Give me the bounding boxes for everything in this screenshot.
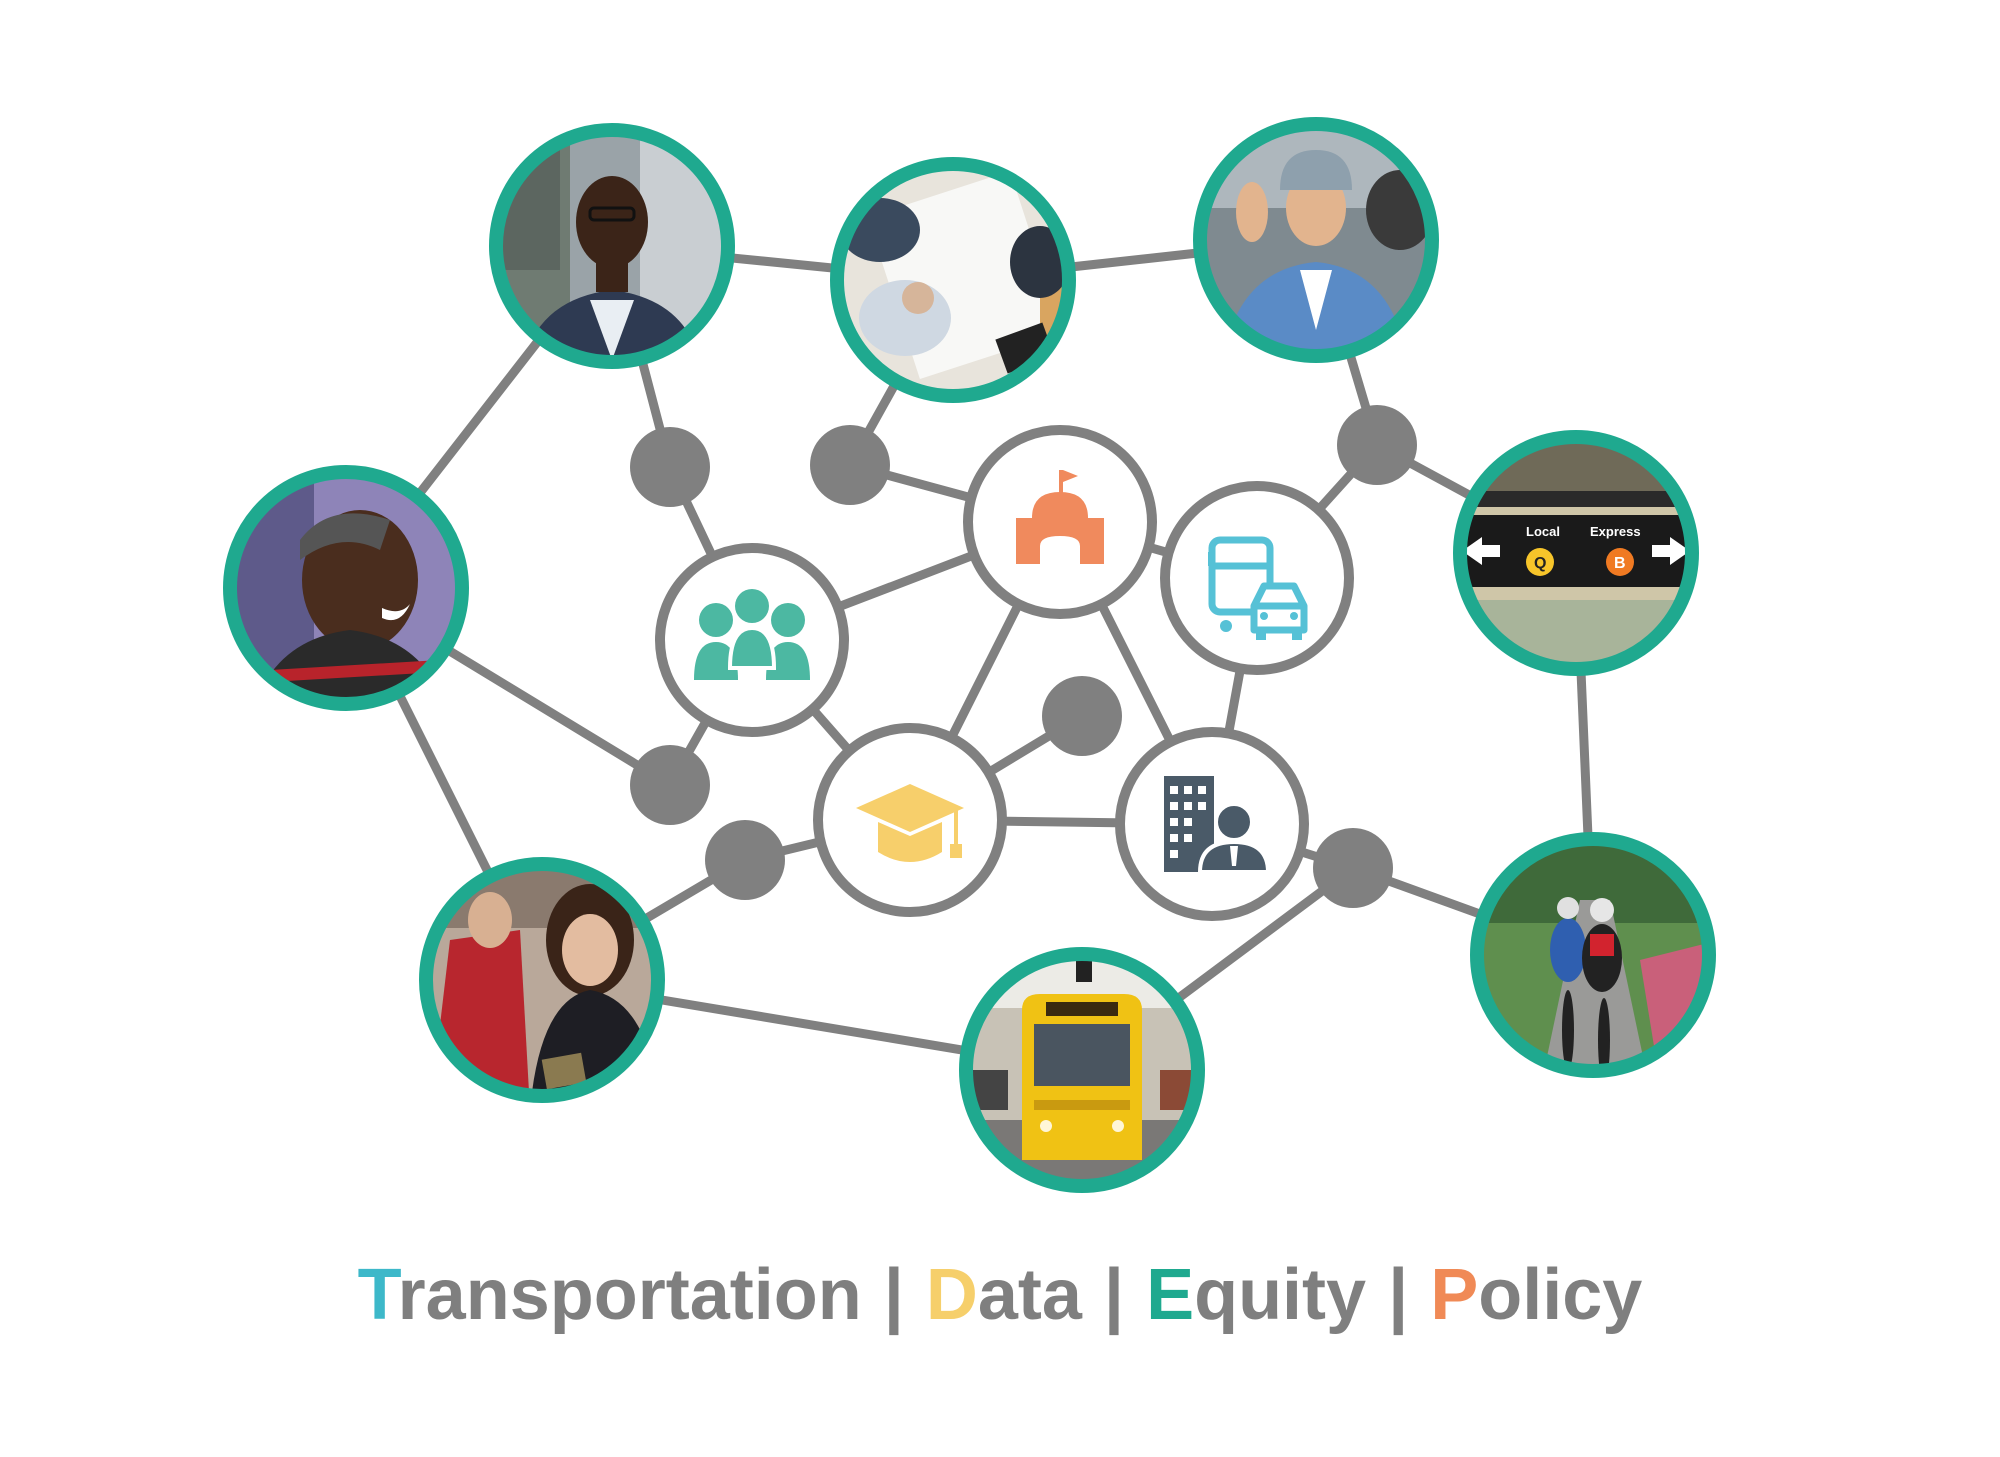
tagline-initial: P (1430, 1255, 1479, 1335)
community-group-icon (694, 589, 810, 680)
photo-subway-sign: Local Express Q B (1453, 430, 1699, 676)
tagline-initial: E (1146, 1255, 1195, 1335)
junction-node (1337, 405, 1417, 485)
sign-express-line: B (1614, 555, 1626, 572)
tagline-rest: ata (977, 1255, 1082, 1335)
photo-streetcar (959, 947, 1205, 1193)
junction-node (1313, 828, 1393, 908)
tagline-word-policy: Policy (1430, 1255, 1642, 1335)
tagline-initial: T (357, 1255, 398, 1335)
tagline-separator: | (1388, 1255, 1409, 1335)
tagline-separator: | (883, 1255, 904, 1335)
transit-node (1160, 481, 1354, 675)
tagline-rest: olicy (1478, 1255, 1643, 1335)
photo-woman-on-bus (419, 857, 665, 1103)
office-building-person-icon (1164, 776, 1271, 874)
sign-express-label: Express (1590, 524, 1641, 539)
tagline-separator: | (1103, 1255, 1125, 1335)
capitol-building-icon (1016, 470, 1104, 564)
junction-node (810, 425, 890, 505)
graduation-cap-icon (856, 784, 964, 862)
photo-cyclists (1470, 832, 1716, 1078)
sign-local-label: Local (1526, 524, 1560, 539)
photo-team-meeting (830, 157, 1076, 403)
tagline-rest: ransportation (397, 1255, 862, 1335)
tagline-word-equity: Equity (1146, 1255, 1366, 1335)
junction-node (630, 427, 710, 507)
tagline-initial: D (925, 1255, 978, 1335)
photo-professional-man (489, 123, 735, 369)
tagline-word-transportation: Transportation (358, 1255, 862, 1335)
community-node (655, 543, 849, 737)
junction-node (705, 820, 785, 900)
bus-and-car-icon (1208, 536, 1308, 640)
junction-node (630, 745, 710, 825)
government-node (963, 425, 1157, 619)
business-node (1115, 727, 1309, 921)
junction-nodes (630, 405, 1417, 908)
photo-laughing-man (223, 465, 469, 711)
sign-local-line: Q (1534, 555, 1546, 572)
tagline-rest: quity (1194, 1255, 1367, 1335)
education-node (813, 723, 1007, 917)
tagline: Transportation | Data | Equity | Policy (0, 1245, 2000, 1345)
tagline-word-data: Data (926, 1255, 1082, 1335)
junction-node (1042, 676, 1122, 756)
photo-cyclist-waving (1193, 117, 1439, 363)
